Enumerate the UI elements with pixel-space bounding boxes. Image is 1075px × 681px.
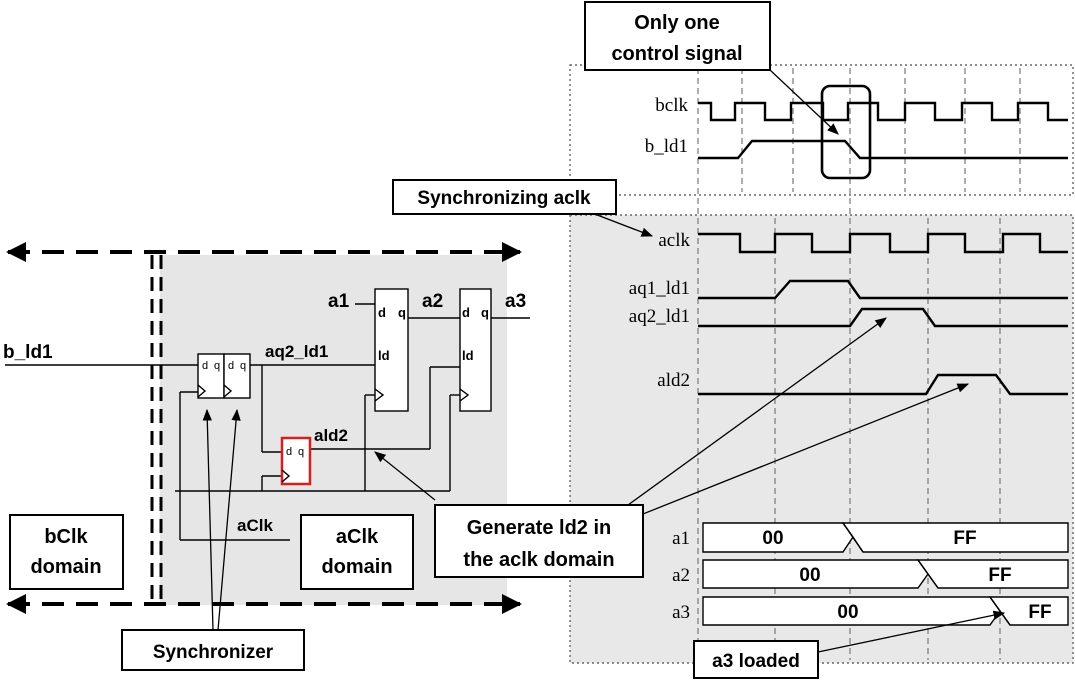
- synchronizing-aclk-callout: Synchronizing aclk: [392, 179, 617, 215]
- bclk-timing-frame: [569, 64, 1074, 196]
- pin-d: d: [286, 446, 292, 458]
- pin-q: q: [240, 360, 246, 372]
- pin-q: q: [398, 305, 406, 320]
- schematic: d q d q d q d q ld d q: [3, 242, 530, 671]
- signal-name-a1: a1: [672, 528, 690, 549]
- net-label-a1: a1: [328, 291, 350, 312]
- signal-name-ald2: ald2: [657, 370, 690, 391]
- signal-name-a3: a3: [672, 602, 690, 623]
- bus-value: FF: [1028, 602, 1051, 623]
- svg-text:aClk: aClk: [336, 526, 379, 548]
- signal-name-aq2-ld1: aq2_ld1: [629, 306, 690, 327]
- bus-a1: 00 FF: [702, 522, 1069, 553]
- net-label-aclk: aClk: [237, 516, 273, 535]
- pin-d: d: [378, 305, 386, 320]
- svg-text:domain: domain: [321, 556, 392, 578]
- net-label-a3: a3: [505, 291, 526, 312]
- synchronizer-flop-1: d q: [197, 353, 225, 399]
- svg-text:a3 loaded: a3 loaded: [712, 651, 800, 672]
- pin-q: q: [214, 360, 220, 372]
- aclk-waveform: [698, 232, 1068, 254]
- synchronizer-flop-2: d q: [223, 353, 251, 399]
- synchronizer-callout: Synchronizer: [121, 629, 305, 671]
- bus-a2: 00 FF: [702, 559, 1069, 589]
- signal-name-b-ld1: b_ld1: [645, 136, 688, 157]
- aclk-timing-frame: [569, 214, 1074, 664]
- bclk-domain-label: bClk domain: [9, 514, 124, 590]
- bus-value: 00: [837, 602, 858, 623]
- bclk-waveform: [698, 101, 1068, 122]
- svg-text:Generate ld2 in: Generate ld2 in: [467, 517, 612, 539]
- pin-ld: ld: [462, 348, 474, 363]
- pin-d: d: [202, 360, 208, 372]
- signal-name-a2: a2: [672, 565, 690, 586]
- net-label-ald2: ald2: [314, 426, 348, 445]
- aq2-ld1-waveform: [698, 307, 1068, 328]
- svg-text:Synchronizing aclk: Synchronizing aclk: [417, 188, 591, 209]
- bus-value: FF: [988, 565, 1011, 586]
- aq1-ld1-waveform: [698, 279, 1068, 300]
- pin-q: q: [298, 446, 304, 458]
- bus-a3: 00 FF: [702, 596, 1069, 626]
- pin-ld: ld: [378, 348, 390, 363]
- svg-text:domain: domain: [30, 556, 101, 578]
- net-label-aq2-ld1: aq2_ld1: [265, 342, 328, 361]
- register-a2: d q ld: [374, 288, 409, 412]
- only-one-control-signal-callout: Only one control signal: [584, 1, 771, 71]
- ald2-flop: d q: [280, 436, 312, 486]
- register-a3: d q ld: [459, 288, 492, 412]
- pin-q: q: [481, 305, 489, 320]
- ald2-waveform: [698, 373, 1068, 396]
- pin-d: d: [462, 305, 470, 320]
- generate-ld2-callout: Generate ld2 in the aclk domain: [434, 504, 644, 578]
- svg-text:control signal: control signal: [611, 43, 742, 65]
- signal-name-aclk: aclk: [658, 230, 690, 251]
- bus-value: 00: [762, 528, 783, 549]
- svg-text:bClk: bClk: [44, 526, 88, 548]
- signal-name-aq1-ld1: aq1_ld1: [629, 278, 690, 299]
- svg-text:the aclk domain: the aclk domain: [463, 549, 614, 571]
- a3-loaded-callout: a3 loaded: [693, 640, 819, 679]
- bus-value: 00: [799, 565, 820, 586]
- aclk-domain-label: aClk domain: [300, 514, 414, 590]
- svg-text:Only one: Only one: [634, 12, 720, 34]
- svg-text:Synchronizer: Synchronizer: [153, 642, 274, 663]
- net-label-b-ld1: b_ld1: [3, 342, 53, 363]
- signal-name-bclk: bclk: [655, 95, 688, 116]
- pin-d: d: [228, 360, 234, 372]
- control-signal-highlight: [820, 84, 872, 180]
- b-ld1-waveform: [698, 139, 1068, 160]
- net-label-a2: a2: [422, 291, 443, 312]
- bus-value: FF: [953, 528, 976, 549]
- timing-diagram: bclk b_ld1 aclk aq1_ld1 aq2_ld1 ald2 a1 …: [374, 1, 1074, 679]
